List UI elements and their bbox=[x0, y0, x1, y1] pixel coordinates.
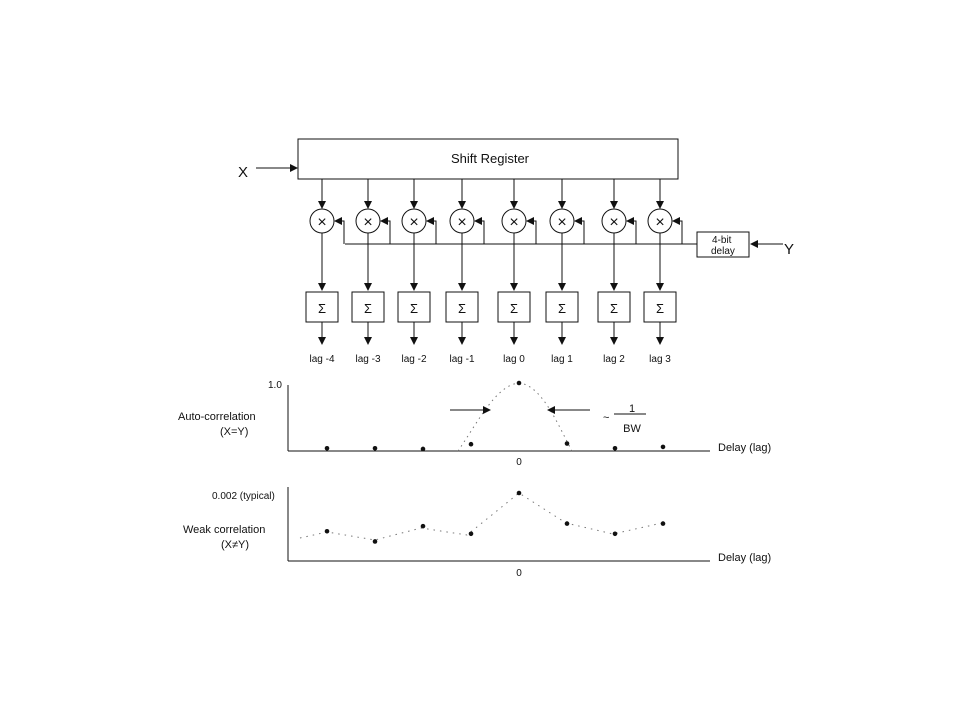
multiplier-symbol: × bbox=[509, 214, 518, 231]
multiplier-symbol: × bbox=[457, 214, 466, 231]
chart1-data-point bbox=[324, 445, 330, 451]
y-feed-arrow bbox=[380, 217, 391, 244]
accumulator-symbol: Σ bbox=[364, 301, 372, 316]
y-feed-arrow bbox=[626, 217, 637, 244]
chart2-data-point bbox=[612, 531, 618, 537]
lag-label: lag 1 bbox=[551, 354, 573, 365]
y-feed-arrow bbox=[672, 217, 683, 244]
chart2-ylabel-line2: (X≠Y) bbox=[221, 539, 249, 551]
delay-box-label-line2: delay bbox=[711, 246, 735, 257]
chart1-ylabel-line1: Auto-correlation bbox=[178, 411, 256, 423]
multiplier-symbol: × bbox=[317, 214, 326, 231]
chart1-data-point bbox=[660, 444, 666, 450]
chart2-data-point bbox=[660, 521, 666, 526]
y-feed-arrow bbox=[474, 217, 485, 244]
lag-label: lag -3 bbox=[355, 354, 380, 365]
accumulator-box bbox=[351, 291, 385, 323]
chart2-data-point bbox=[372, 539, 378, 544]
lag-label: lag -2 bbox=[401, 354, 426, 365]
chart2-data-point bbox=[468, 531, 474, 537]
chart1-data-point bbox=[468, 441, 474, 447]
y-feed-arrow bbox=[526, 217, 537, 244]
y-feed-arrow bbox=[334, 217, 345, 244]
chart1-data-point bbox=[372, 445, 378, 451]
y-feed-arrow bbox=[426, 217, 437, 244]
chart1-data-point bbox=[420, 446, 426, 452]
input-y-label: Y bbox=[784, 241, 794, 258]
shift-register-box bbox=[297, 138, 679, 180]
lag-label: lag 3 bbox=[649, 354, 671, 365]
chart1-width-numerator: 1 bbox=[629, 403, 635, 415]
chart1-data-point bbox=[612, 445, 618, 451]
accumulator-box bbox=[643, 291, 677, 323]
accumulator-symbol: Σ bbox=[656, 301, 664, 316]
chart2-xlabel: Delay (lag) bbox=[718, 552, 771, 564]
weak-correlation-chart: 0.002 (typical) Weak correlation (X≠Y) D… bbox=[183, 487, 771, 579]
lag-label: lag 0 bbox=[503, 354, 525, 365]
accumulator-box bbox=[305, 291, 339, 323]
chart2-data-point bbox=[564, 521, 570, 526]
multiplier-symbol: × bbox=[409, 214, 418, 231]
input-x-label: X bbox=[238, 164, 248, 181]
accumulator-symbol: Σ bbox=[458, 301, 466, 316]
shift-register-label: Shift Register bbox=[451, 151, 530, 166]
accumulator-box bbox=[597, 291, 631, 323]
chart2-fit-curve bbox=[299, 492, 663, 541]
chart1-data-point bbox=[564, 441, 570, 446]
chart2-data-point bbox=[420, 523, 426, 529]
accumulator-symbol: Σ bbox=[318, 301, 326, 316]
chart1-x-tick-zero: 0 bbox=[516, 457, 522, 468]
y-feed-arrow bbox=[574, 217, 585, 244]
accumulator-box bbox=[445, 291, 479, 323]
accumulator-box bbox=[397, 291, 431, 323]
chart1-ylabel-line2: (X=Y) bbox=[220, 426, 248, 438]
chart1-peak-value-label: 1.0 bbox=[268, 380, 282, 391]
chart1-width-approx-symbol: ~ bbox=[603, 412, 609, 424]
chart1-fit-curve bbox=[457, 382, 573, 452]
multiplier-symbol: × bbox=[609, 214, 618, 231]
lag-label: lag 2 bbox=[603, 354, 625, 365]
accumulator-symbol: Σ bbox=[410, 301, 418, 316]
multiplier-symbol: × bbox=[655, 214, 664, 231]
chart1-data-point bbox=[516, 380, 522, 386]
multiplier-symbol: × bbox=[557, 214, 566, 231]
chart2-x-tick-zero: 0 bbox=[516, 568, 522, 579]
chart2-data-point bbox=[324, 528, 330, 534]
multiplier-symbol: × bbox=[363, 214, 372, 231]
accumulator-box bbox=[497, 291, 531, 323]
accumulator-symbol: Σ bbox=[558, 301, 566, 316]
delay-box-label-line1: 4-bit bbox=[712, 235, 732, 246]
chart2-ylabel-line1: Weak correlation bbox=[183, 524, 265, 536]
lag-label: lag -1 bbox=[449, 354, 474, 365]
chart2-typical-value-label: 0.002 (typical) bbox=[212, 491, 275, 502]
accumulator-symbol: Σ bbox=[610, 301, 618, 316]
chart1-width-denominator: BW bbox=[623, 423, 641, 435]
accumulator-symbol: Σ bbox=[510, 301, 518, 316]
chart1-xlabel: Delay (lag) bbox=[718, 442, 771, 454]
chart2-data-point bbox=[516, 490, 522, 496]
autocorrelation-chart: 1.0 Auto-correlation (X=Y) Delay (lag) 0… bbox=[178, 380, 771, 468]
lag-label: lag -4 bbox=[309, 354, 334, 365]
